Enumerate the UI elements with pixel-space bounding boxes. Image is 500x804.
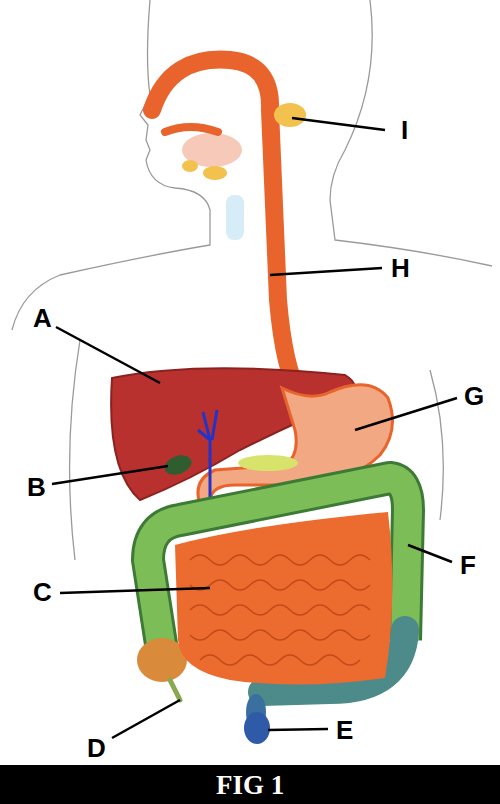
part-letter: C — [33, 579, 52, 605]
part-letter: B — [27, 474, 46, 500]
part-letter: G — [464, 383, 484, 409]
part-letter: D — [87, 735, 106, 761]
part-letter: F — [460, 552, 476, 578]
part-letter: H — [391, 255, 410, 281]
part-letter: A — [33, 305, 52, 331]
part-letter: I — [401, 117, 408, 143]
figure-caption: FIG 1 — [216, 772, 284, 799]
part-letter: E — [336, 717, 353, 743]
